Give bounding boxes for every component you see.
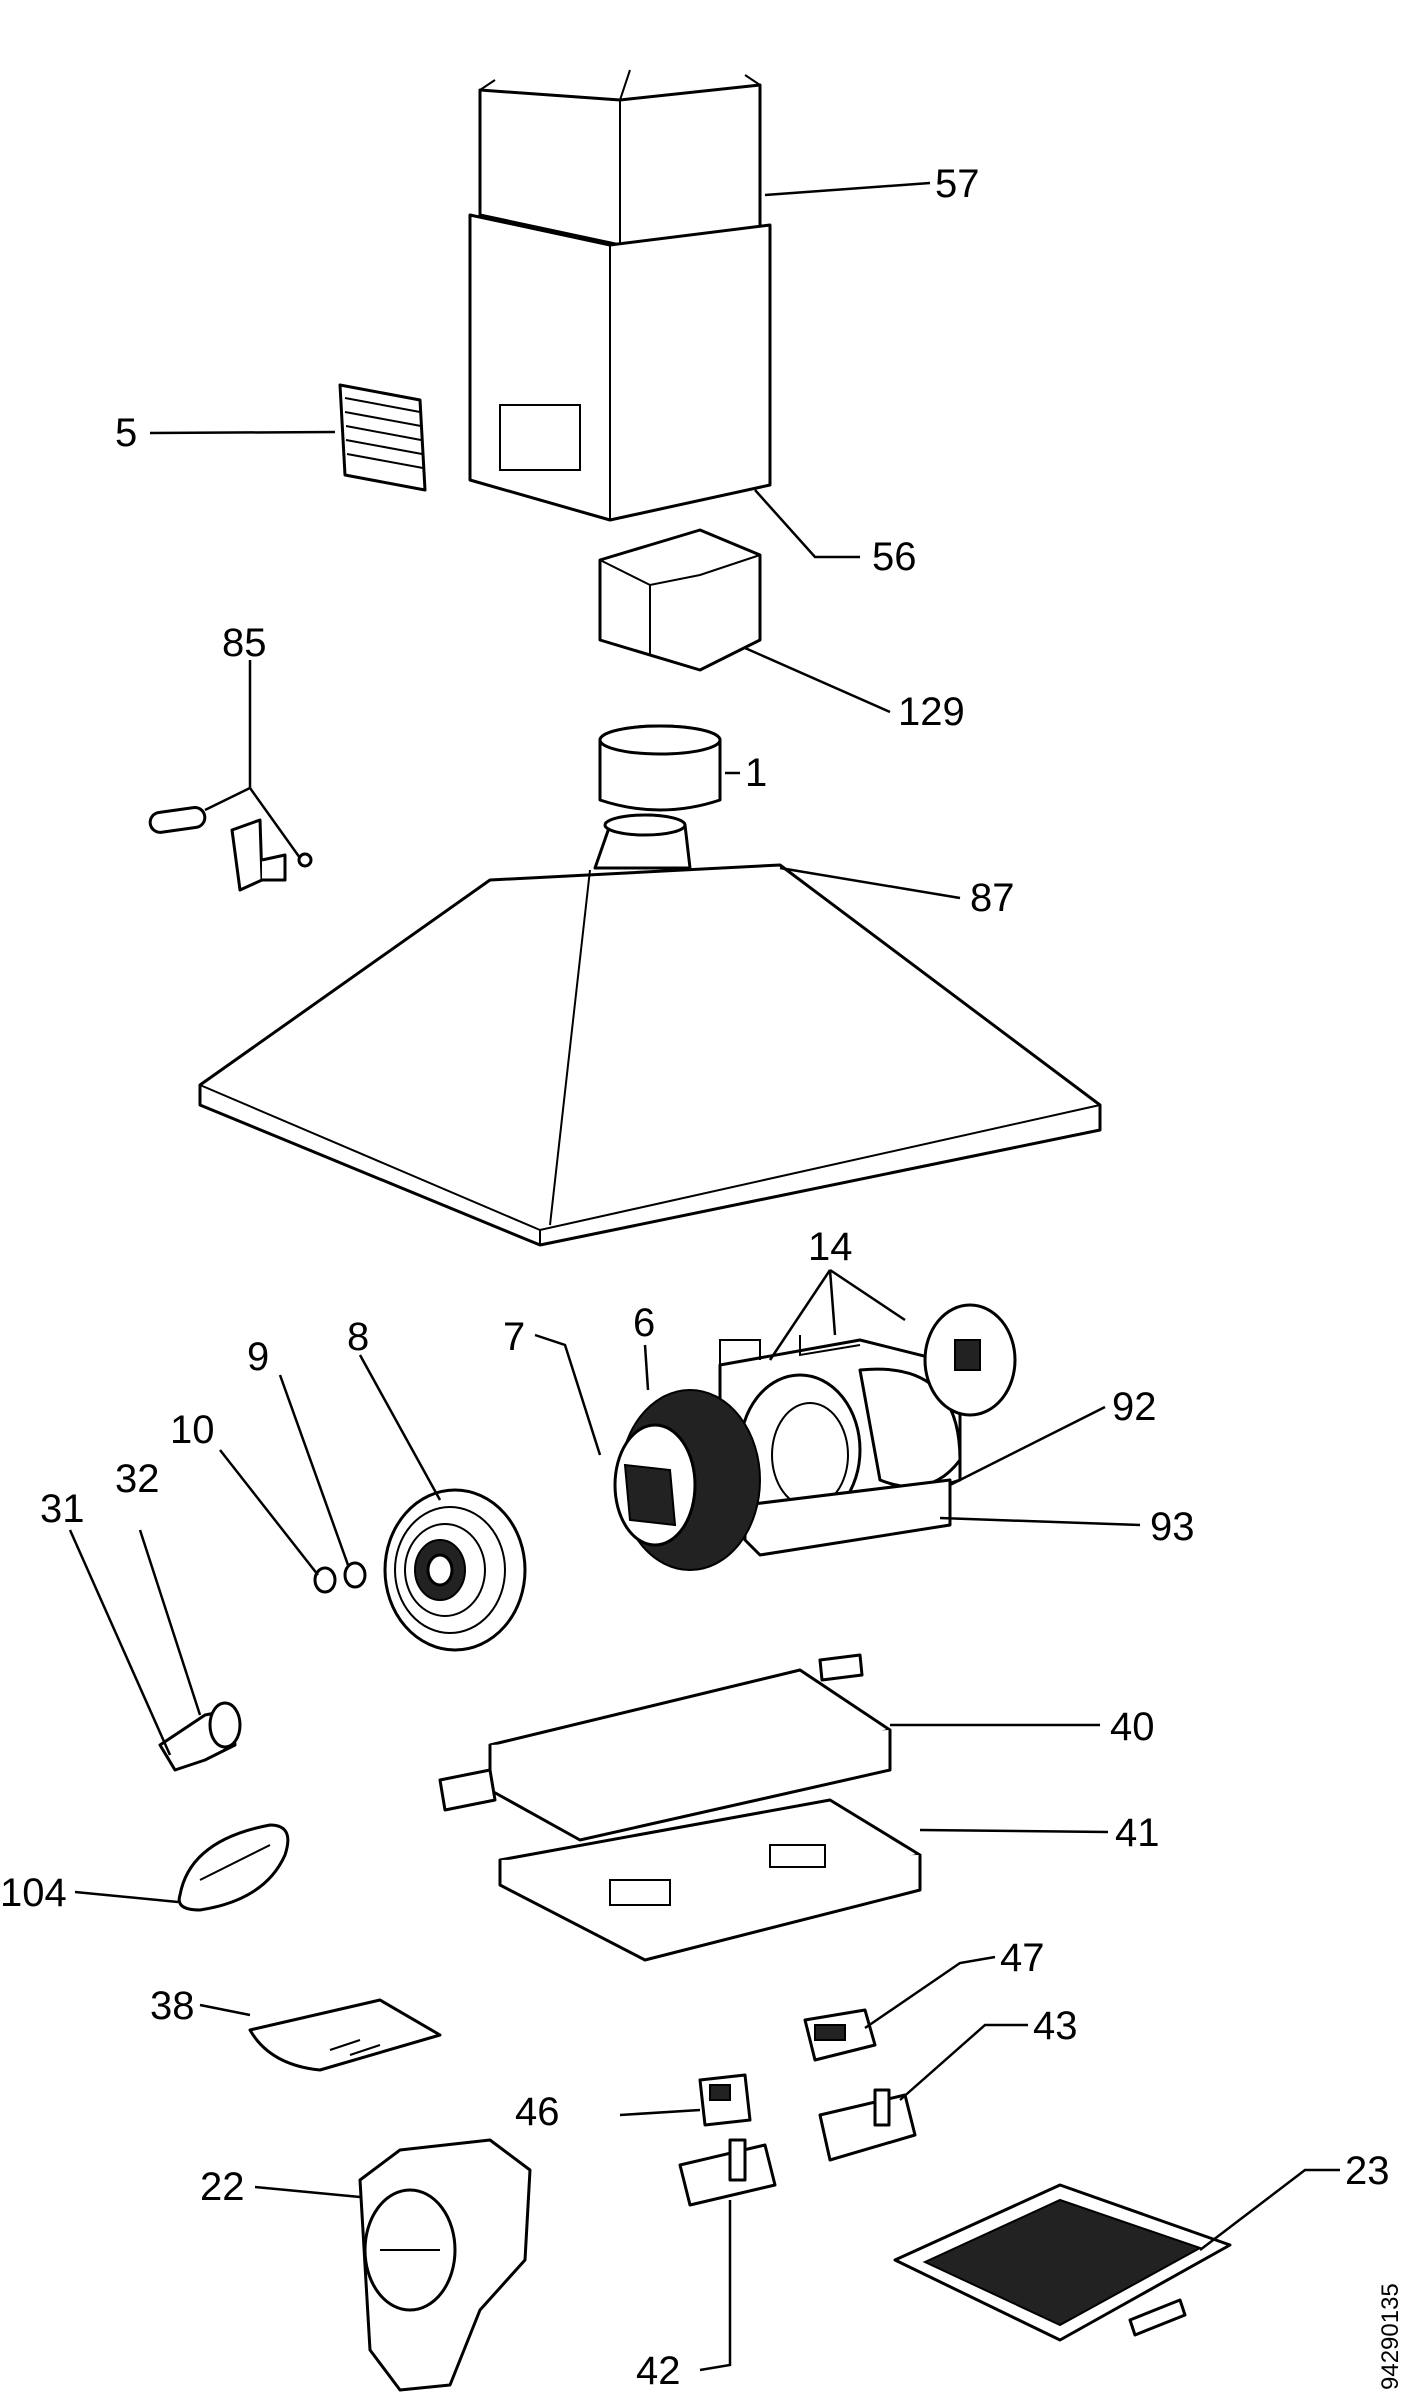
leader-lines xyxy=(68,181,1340,2372)
part-104-tube-lamp xyxy=(177,1823,290,1912)
label-85: 85 xyxy=(222,621,267,665)
part-10-nut xyxy=(313,1566,337,1594)
label-10: 10 xyxy=(170,1408,215,1452)
label-23: 23 xyxy=(1345,2149,1390,2193)
part-1-collar xyxy=(598,724,722,812)
part-9-nut xyxy=(343,1561,367,1589)
label-41: 41 xyxy=(1115,1811,1160,1855)
label-56: 56 xyxy=(872,535,917,579)
label-1: 1 xyxy=(745,751,767,795)
part-46-switch xyxy=(698,2073,752,2127)
label-8: 8 xyxy=(347,1315,369,1359)
part-57-chimney-upper xyxy=(478,69,762,247)
label-32: 32 xyxy=(115,1457,160,1501)
part-6-motor xyxy=(613,1389,761,1571)
callout-labels: 57 5 56 85 129 1 87 14 8 9 7 6 92 10 32 … xyxy=(0,162,1404,2393)
label-22: 22 xyxy=(200,2165,245,2209)
label-42: 42 xyxy=(636,2349,681,2393)
part-42-knob-block xyxy=(678,2138,777,2207)
part-22-control-panel xyxy=(358,2138,532,2392)
label-93: 93 xyxy=(1150,1505,1195,1549)
part-85-bracket-set xyxy=(148,805,313,892)
label-46: 46 xyxy=(515,2090,560,2134)
label-6: 6 xyxy=(633,1301,655,1345)
label-31: 31 xyxy=(40,1487,85,1531)
part-23-charcoal-filter xyxy=(893,2183,1232,2342)
label-9: 9 xyxy=(247,1335,269,1379)
part-47-switch xyxy=(803,2008,877,2062)
label-40: 40 xyxy=(1110,1705,1155,1749)
label-57: 57 xyxy=(935,162,980,206)
label-43: 43 xyxy=(1033,2004,1078,2048)
label-5: 5 xyxy=(115,411,137,455)
label-47: 47 xyxy=(1000,1936,1045,1980)
part-38-switch-cover xyxy=(248,1998,442,2072)
part-14-end-cap xyxy=(923,1303,1017,1417)
label-104: 104 xyxy=(0,1871,67,1915)
part-31-32-lamp xyxy=(158,1701,242,1772)
label-92: 92 xyxy=(1112,1385,1157,1429)
part-87-hood-canopy xyxy=(198,813,1102,1247)
label-129: 129 xyxy=(898,690,965,734)
part-41-support-tray xyxy=(498,1798,922,1962)
part-43-switch-plate xyxy=(818,2088,917,2162)
part-5-grille xyxy=(338,383,427,492)
part-8-light-diffuser xyxy=(383,1488,527,1652)
part-56-chimney-lower xyxy=(468,213,772,522)
label-87: 87 xyxy=(970,876,1015,920)
label-38: 38 xyxy=(150,1984,195,2028)
part-129-adapter xyxy=(598,528,762,672)
label-14: 14 xyxy=(808,1225,853,1269)
doc-code: 94290135 xyxy=(1377,2283,1404,2390)
part-40-filter-frame xyxy=(438,1653,892,1842)
label-7: 7 xyxy=(503,1315,525,1359)
